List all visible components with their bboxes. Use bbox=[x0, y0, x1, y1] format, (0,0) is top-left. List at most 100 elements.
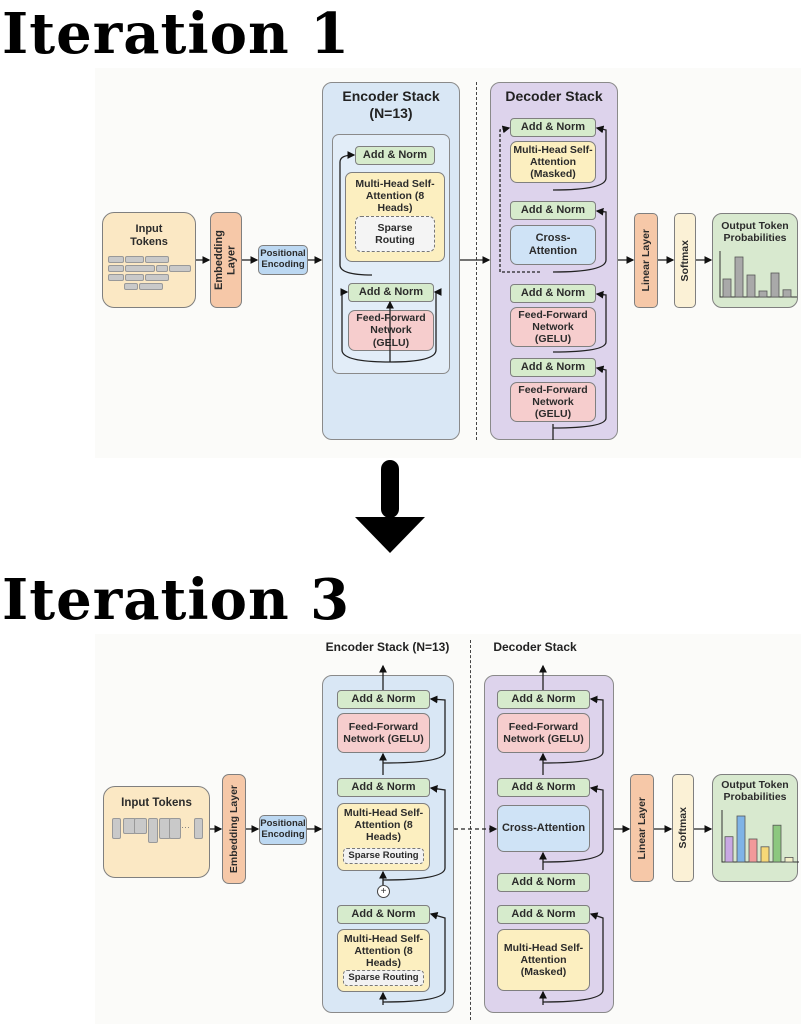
label: Multi-Head Self-Attention (8 Heads) bbox=[343, 807, 424, 844]
label: Feed-Forward Network (GELU) bbox=[518, 308, 588, 346]
encoder-stack-title: Encoder Stack (N=13) bbox=[325, 640, 450, 654]
label: Sparse Routing bbox=[348, 971, 419, 983]
down-arrow-icon bbox=[355, 460, 425, 553]
label: Add & Norm bbox=[511, 781, 576, 794]
linear-layer-label: Linear Layer bbox=[635, 796, 648, 860]
label: Add & Norm bbox=[520, 121, 586, 134]
linear-layer-box: Linear Layer bbox=[630, 774, 654, 882]
token-chip bbox=[108, 256, 124, 263]
decoder-feed-forward-2: Feed-Forward Network (GELU) bbox=[510, 382, 596, 422]
positional-encoding-label: Positional Encoding bbox=[260, 818, 306, 840]
label: Add & Norm bbox=[511, 908, 576, 921]
label: Feed-Forward Network (GELU) bbox=[518, 383, 588, 421]
decoder-feed-forward-1: Feed-Forward Network (GELU) bbox=[510, 307, 596, 347]
decoder-add-norm-1: Add & Norm bbox=[510, 118, 596, 137]
decoder-add-norm-a: Add & Norm bbox=[497, 873, 590, 892]
label: Feed-Forward Network (GELU) bbox=[343, 720, 424, 745]
label: Cross-Attention bbox=[501, 822, 586, 835]
token-chip bbox=[112, 818, 121, 839]
softmax-box: Softmax bbox=[672, 774, 694, 882]
decoder-add-norm-4: Add & Norm bbox=[510, 358, 596, 377]
softmax-label: Softmax bbox=[678, 239, 691, 282]
embedding-layer-label: Embedding Layer bbox=[213, 230, 238, 290]
token-chip bbox=[169, 265, 191, 272]
encoder-feed-forward: Feed-Forward Network (GELU) bbox=[337, 713, 430, 753]
decoder-masked-attention: Multi-Head Self-Attention (Masked) bbox=[510, 141, 596, 183]
label: Add & Norm bbox=[351, 693, 416, 706]
label: Sparse Routing bbox=[348, 849, 419, 861]
iteration-1-title: Iteration 1 bbox=[2, 1, 351, 67]
input-tokens-label: Input Tokens bbox=[121, 797, 192, 809]
label: Multi-Head Self-Attention (8 Heads) bbox=[355, 178, 435, 215]
label: Add & Norm bbox=[520, 204, 586, 217]
encoder-stack-count: (N=13) bbox=[369, 105, 413, 121]
embedding-layer-box: Embedding Layer bbox=[210, 212, 242, 308]
token-chip bbox=[125, 256, 144, 263]
token-chip bbox=[148, 818, 158, 843]
decoder-stack-title: Decoder Stack bbox=[505, 88, 603, 104]
softmax-box: Softmax bbox=[674, 213, 696, 308]
token-chip bbox=[194, 818, 203, 839]
positional-encoding-box: Positional Encoding bbox=[259, 815, 307, 845]
iteration-3-title: Iteration 3 bbox=[2, 567, 351, 633]
encoder-feed-forward: Feed-Forward Network (GELU) bbox=[348, 310, 434, 351]
token-chip bbox=[145, 274, 169, 281]
encoder-add-norm-bottom: Add & Norm bbox=[337, 905, 430, 924]
label: Add & Norm bbox=[358, 286, 424, 299]
label: Cross-Attention bbox=[528, 232, 578, 257]
token-chip bbox=[156, 265, 168, 272]
label: Add & Norm bbox=[520, 361, 586, 374]
output-probabilities-box: Output Token Probabilities bbox=[712, 213, 798, 308]
token-chip bbox=[108, 265, 124, 272]
input-tokens-label: Input Tokens bbox=[130, 223, 168, 248]
embedding-layer-label: Embedding Layer bbox=[227, 784, 240, 874]
label: Multi-Head Self-Attention (Masked) bbox=[513, 143, 593, 181]
label: Feed-Forward Network (GELU) bbox=[356, 312, 426, 349]
token-chip bbox=[169, 818, 181, 839]
token-chip bbox=[134, 818, 147, 834]
token-chip bbox=[125, 265, 155, 272]
token-chip bbox=[139, 283, 163, 290]
token-chip bbox=[145, 256, 169, 263]
token-chip bbox=[108, 274, 124, 281]
sparse-routing-box-1: Sparse Routing bbox=[343, 848, 424, 864]
label: Add & Norm bbox=[520, 287, 586, 300]
decoder-cross-attention: Cross-Attention bbox=[510, 225, 596, 265]
label: Add & Norm bbox=[511, 876, 576, 889]
token-chip bbox=[125, 274, 144, 281]
sparse-routing-box-2: Sparse Routing bbox=[343, 970, 424, 986]
decoder-add-norm-mid: Add & Norm bbox=[497, 778, 590, 797]
linear-layer-box: Linear Layer bbox=[634, 213, 658, 308]
linear-layer-label: Linear Layer bbox=[639, 229, 652, 292]
label: Add & Norm bbox=[511, 693, 576, 706]
label: Feed-Forward Network (GELU) bbox=[503, 720, 584, 745]
encoder-add-norm-mid: Add & Norm bbox=[337, 778, 430, 797]
output-probabilities-label: Output Token Probabilities bbox=[721, 779, 789, 804]
decoder-add-norm-top: Add & Norm bbox=[497, 690, 590, 709]
decoder-masked-attention: Multi-Head Self-Attention (Masked) bbox=[497, 929, 590, 991]
decoder-add-norm-3: Add & Norm bbox=[510, 284, 596, 303]
positional-encoding-box: Positional Encoding bbox=[258, 245, 308, 275]
encoder-add-norm-top: Add & Norm bbox=[337, 690, 430, 709]
decoder-add-norm-b: Add & Norm bbox=[497, 905, 590, 924]
token-chip bbox=[124, 283, 138, 290]
label: Multi-Head Self-Attention (8 Heads) bbox=[343, 933, 424, 970]
token-ellipsis: ··· bbox=[181, 822, 190, 832]
encoder-add-norm-1: Add & Norm bbox=[355, 146, 435, 165]
encoder-add-norm-2: Add & Norm bbox=[348, 283, 434, 302]
positional-encoding-label: Positional Encoding bbox=[260, 248, 306, 270]
label: Sparse Routing bbox=[375, 221, 415, 246]
encoder-decoder-divider bbox=[476, 82, 477, 440]
embedding-layer-box: Embedding Layer bbox=[222, 774, 246, 884]
decoder-feed-forward: Feed-Forward Network (GELU) bbox=[497, 713, 590, 753]
output-probabilities-box: Output Token Probabilities bbox=[712, 774, 798, 882]
encoder-stack-title: Encoder Stack bbox=[342, 88, 440, 104]
softmax-label: Softmax bbox=[676, 807, 689, 849]
sparse-routing-box: Sparse Routing bbox=[355, 216, 435, 252]
residual-add-icon: + bbox=[377, 885, 390, 898]
encoder-decoder-divider bbox=[470, 640, 471, 1020]
label: Add & Norm bbox=[362, 149, 428, 162]
label: Add & Norm bbox=[351, 908, 416, 921]
decoder-stack-title: Decoder Stack bbox=[493, 640, 577, 654]
output-probabilities-label: Output Token Probabilities bbox=[721, 220, 789, 245]
